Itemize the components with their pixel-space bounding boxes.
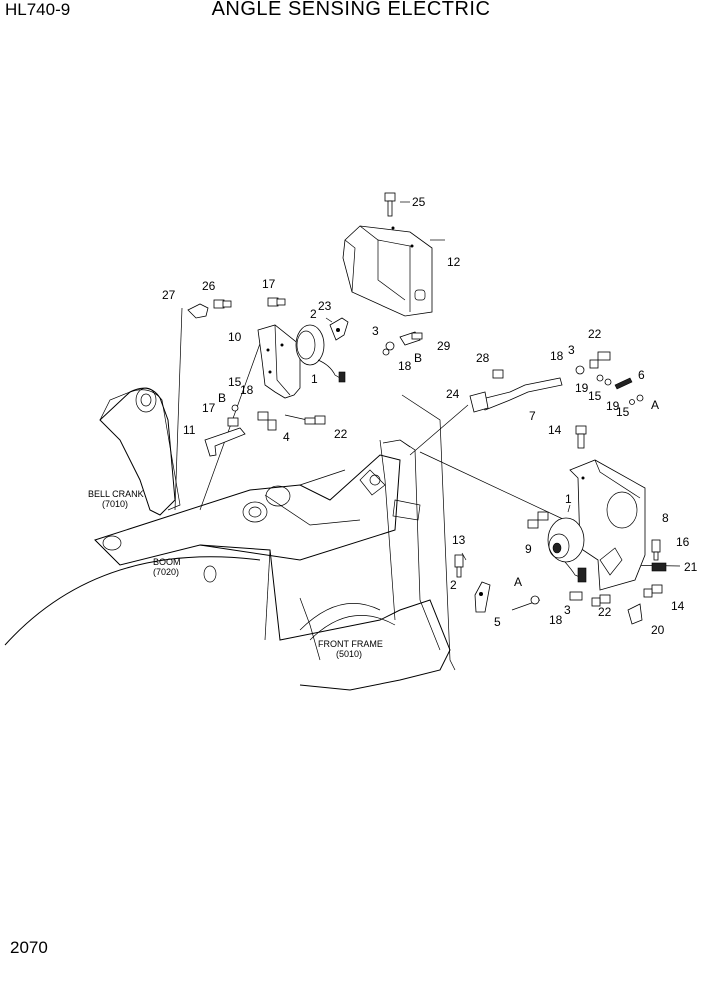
callout-2-upper: 2 <box>310 307 317 321</box>
fasteners-lower-left <box>454 511 549 578</box>
page-title: ANGLE SENSING ELECTRIC <box>211 0 491 20</box>
callout-15-upper: 15 <box>228 375 242 389</box>
callout-21: 21 <box>684 560 698 574</box>
callout-1-lower: 1 <box>565 492 572 506</box>
fasteners-right <box>575 351 644 405</box>
callout-20: 20 <box>651 623 665 637</box>
callout-7: 7 <box>529 409 536 423</box>
ref-front-frame-name: FRONT FRAME <box>318 639 383 649</box>
callout-28: 28 <box>476 351 490 365</box>
bolt-part-14-upper <box>575 425 587 449</box>
bolt-part-25 <box>384 192 396 217</box>
callout-19-a: 19 <box>575 381 589 395</box>
callout-15-b: 15 <box>616 405 630 419</box>
lever-part-5 <box>474 581 491 613</box>
callout-26: 26 <box>202 279 216 293</box>
angle-sensor-part-1-upper <box>295 324 346 383</box>
callout-3-right: 3 <box>568 343 575 357</box>
callout-18-right: 18 <box>550 349 564 363</box>
leader-lines <box>174 201 681 611</box>
lever-part-23-upper <box>325 317 349 341</box>
fasteners-upper-right <box>382 331 423 356</box>
angle-sensor-part-1-lower <box>547 517 587 583</box>
sensor-cover-part-12 <box>342 225 433 317</box>
page-number: 2070 <box>10 938 48 957</box>
callout-B-left: B <box>218 391 226 405</box>
callout-3-upper: 3 <box>372 324 379 338</box>
callout-5: 5 <box>494 615 501 629</box>
callout-labels: 25 12 27 26 17 23 2 10 3 29 B 18 1 15 B … <box>162 195 698 637</box>
reference-labels: BELL CRANK (7010) BOOM (7020) FRONT FRAM… <box>88 489 383 659</box>
callout-13: 13 <box>452 533 466 547</box>
callout-1-upper: 1 <box>311 372 318 386</box>
fasteners-lower-right <box>530 539 667 625</box>
callout-B-upper: B <box>414 351 422 365</box>
callout-27: 27 <box>162 288 176 302</box>
callout-18-lower: 18 <box>549 613 563 627</box>
loader-structure <box>4 387 456 691</box>
callout-22-left: 22 <box>334 427 348 441</box>
ref-bell-crank-code: (7010) <box>102 499 128 509</box>
callout-18-upper: 18 <box>398 359 412 373</box>
callout-14-upper: 14 <box>548 423 562 437</box>
callout-4: 4 <box>283 430 290 444</box>
callout-3-lower: 3 <box>564 603 571 617</box>
callout-14-lower: 14 <box>671 599 685 613</box>
callout-6: 6 <box>638 368 645 382</box>
ref-boom-name: BOOM <box>153 557 181 567</box>
callout-17-left: 17 <box>202 401 216 415</box>
callout-25: 25 <box>412 195 426 209</box>
callout-22-right: 22 <box>588 327 602 341</box>
callout-9: 9 <box>525 542 532 556</box>
callout-11: 11 <box>183 423 196 437</box>
callout-10: 10 <box>228 330 242 344</box>
model-number: HL740-9 <box>5 0 71 19</box>
callout-29: 29 <box>437 339 451 353</box>
ref-bell-crank-name: BELL CRANK <box>88 489 144 499</box>
callout-23: 23 <box>318 299 332 313</box>
bracket-part-11 <box>204 404 326 457</box>
ref-boom-code: (7020) <box>153 567 179 577</box>
callout-18-left: 18 <box>240 383 254 397</box>
callout-15-a: 15 <box>588 389 602 403</box>
callout-A-right: A <box>651 398 659 412</box>
link-rod-part-7 <box>469 369 563 413</box>
callout-17-upper: 17 <box>262 277 276 291</box>
callout-12: 12 <box>447 255 461 269</box>
callout-A-lower: A <box>514 575 522 589</box>
callout-16: 16 <box>676 535 690 549</box>
callout-24: 24 <box>446 387 460 401</box>
ref-front-frame-code: (5010) <box>336 649 362 659</box>
callout-2-lower: 2 <box>450 578 457 592</box>
fasteners-upper-left <box>187 297 286 319</box>
callout-22-lower: 22 <box>598 605 612 619</box>
mounting-plate-part-8 <box>569 459 646 591</box>
bracket-part-10 <box>257 324 301 399</box>
callout-19-b: 19 <box>606 399 620 413</box>
callout-8: 8 <box>662 511 669 525</box>
